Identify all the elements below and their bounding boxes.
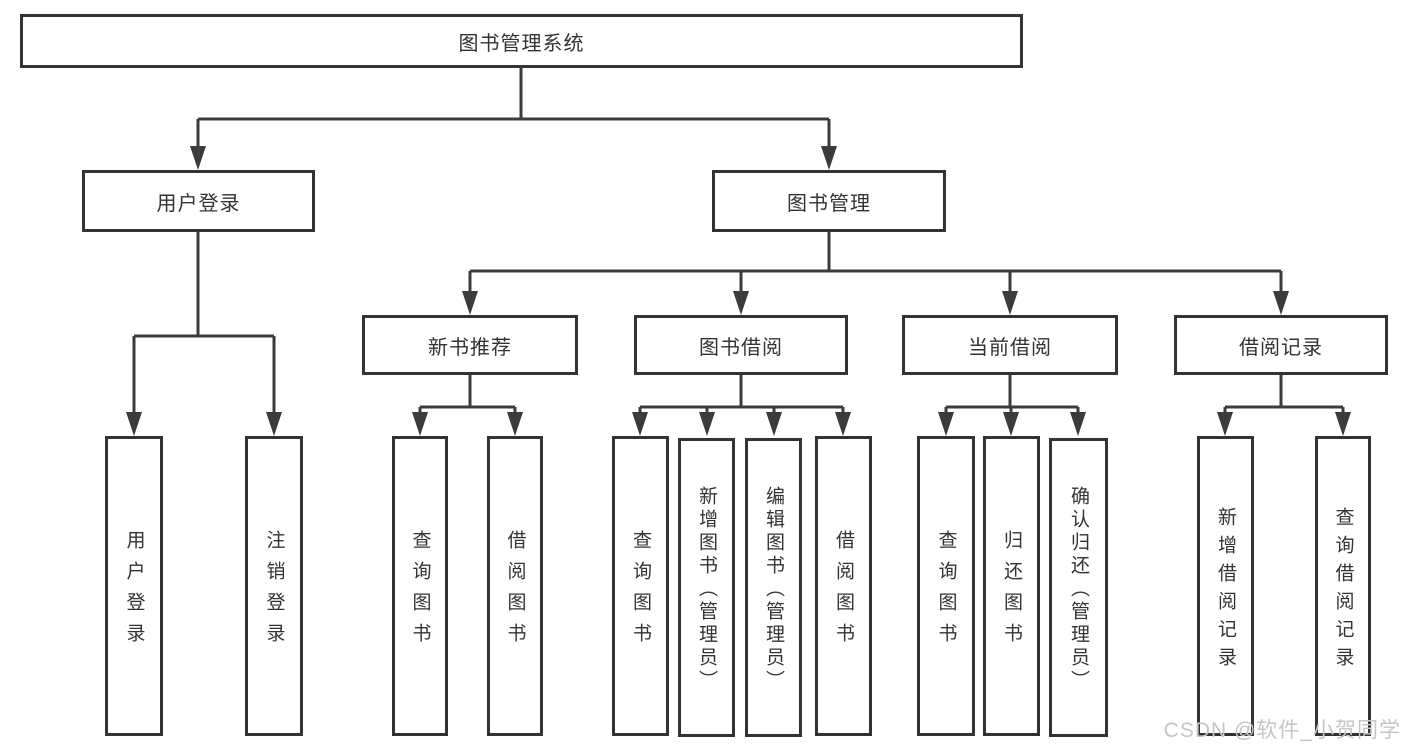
leaf-borrow-add-books-admin: 新增图书（管理员） bbox=[678, 438, 735, 737]
watermark-text: CSDN @软件_小贺同学 bbox=[1163, 719, 1401, 742]
node-current-borrowing: 当前借阅 bbox=[902, 315, 1118, 375]
leaf-user-login: 用户登录 bbox=[105, 436, 163, 736]
leaf-borrow-borrow-books: 借阅图书 bbox=[815, 436, 872, 736]
leaf-logout: 注销登录 bbox=[245, 436, 303, 736]
node-borrow-records: 借阅记录 bbox=[1174, 315, 1388, 375]
leaf-rec-borrow-books: 借阅图书 bbox=[487, 436, 543, 736]
leaf-current-return-books: 归还图书 bbox=[983, 436, 1040, 736]
leaf-current-query-books: 查询图书 bbox=[917, 436, 975, 736]
leaf-records-query-record: 查询借阅记录 bbox=[1315, 436, 1371, 736]
node-library-management-system: 图书管理系统 bbox=[20, 14, 1023, 68]
node-new-book-recommend: 新书推荐 bbox=[362, 315, 578, 375]
node-user-login: 用户登录 bbox=[82, 170, 315, 232]
leaf-borrow-query-books: 查询图书 bbox=[612, 436, 669, 736]
leaf-current-confirm-return-admin: 确认归还（管理员） bbox=[1049, 438, 1108, 737]
leaf-borrow-edit-books-admin: 编辑图书（管理员） bbox=[745, 438, 802, 737]
node-book-management: 图书管理 bbox=[712, 170, 946, 232]
leaf-records-add-record: 新增借阅记录 bbox=[1197, 436, 1254, 736]
leaf-rec-query-books: 查询图书 bbox=[392, 436, 448, 736]
node-book-borrowing: 图书借阅 bbox=[634, 315, 848, 375]
